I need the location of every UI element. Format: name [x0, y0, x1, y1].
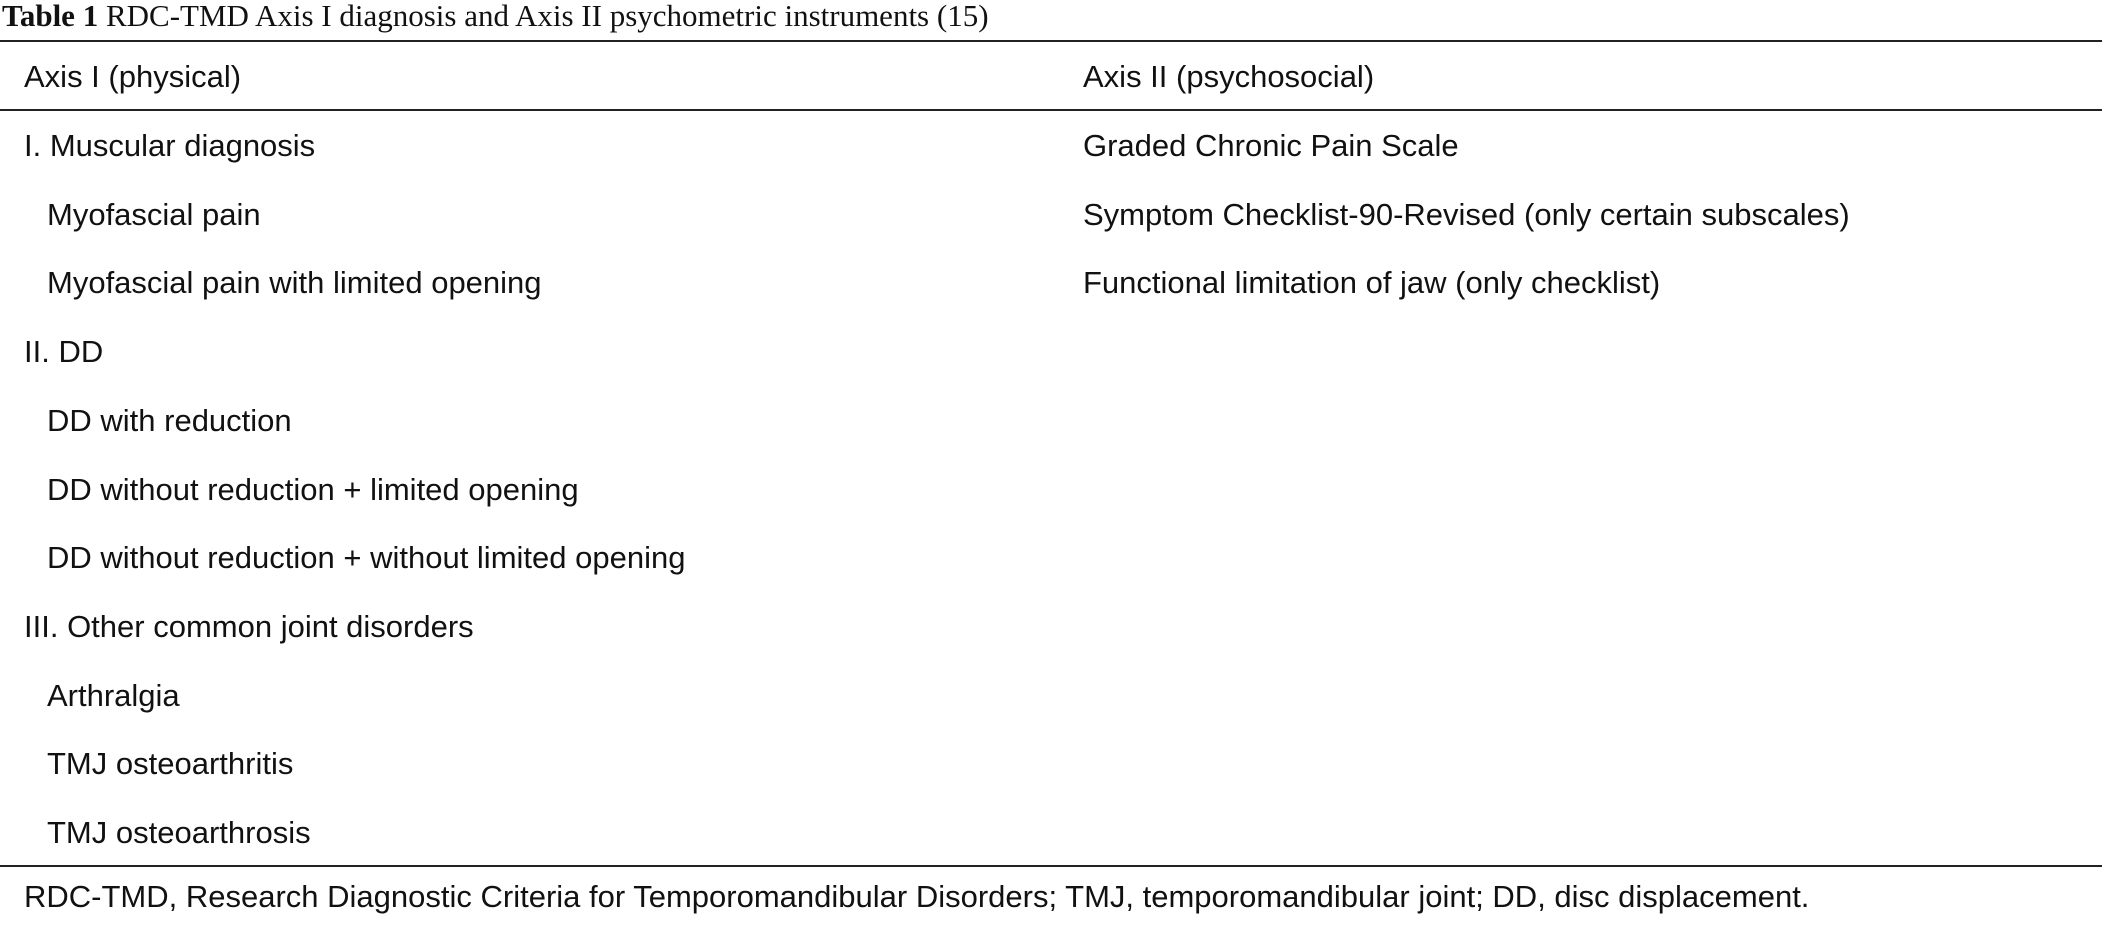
table-row: TMJ osteoarthrosis [0, 798, 2102, 867]
axis-1-cell: TMJ osteoarthritis [47, 746, 294, 781]
axis-1-cell: DD with reduction [47, 403, 292, 438]
table-caption-text: RDC-TMD Axis I diagnosis and Axis II psy… [105, 0, 989, 33]
column-header-axis-1: Axis I (physical) [24, 59, 242, 94]
axis-1-cell: III. Other common joint disorders [24, 609, 474, 644]
axis-2-cell: Graded Chronic Pain Scale [1083, 128, 1459, 163]
table-row: Myofascial pain Symptom Checklist-90-Revi… [0, 180, 2102, 249]
table-row: Arthralgia [0, 661, 2102, 730]
table-header-rule [0, 109, 2102, 111]
axis-1-cell: DD without reduction + without limited o… [47, 540, 686, 575]
table-row: DD without reduction + without limited o… [0, 523, 2102, 592]
axis-1-cell: I. Muscular diagnosis [24, 128, 316, 163]
axis-1-cell: II. DD [24, 334, 104, 369]
table-footnote: RDC-TMD, Research Diagnostic Criteria fo… [0, 867, 2102, 916]
table-row: DD without reduction + limited opening [0, 455, 2102, 524]
table-row: II. DD [0, 317, 2102, 386]
table-bottom-rule [0, 865, 2102, 867]
table-footnote-text: RDC-TMD, Research Diagnostic Criteria fo… [24, 879, 1810, 914]
axis-1-cell: TMJ osteoarthrosis [47, 815, 311, 850]
axis-2-cell: Functional limitation of jaw (only check… [1083, 265, 1661, 300]
table-row: III. Other common joint disorders [0, 592, 2102, 661]
table-top-rule [0, 40, 2102, 42]
table-row: Myofascial pain with limited opening Func… [0, 248, 2102, 317]
axis-2-cell: Symptom Checklist-90-Revised (only certa… [1083, 197, 1850, 232]
column-header-axis-2: Axis II (psychosocial) [1083, 59, 1375, 94]
table-caption: Table 1 RDC-TMD Axis I diagnosis and Axi… [2, 0, 989, 38]
axis-1-cell: Arthralgia [47, 678, 180, 713]
table-row: DD with reduction [0, 386, 2102, 455]
axis-1-cell: Myofascial pain with limited opening [47, 265, 542, 300]
axis-1-cell: Myofascial pain [47, 197, 261, 232]
axis-1-cell: DD without reduction + limited opening [47, 472, 579, 507]
table-caption-label: Table 1 [2, 0, 99, 33]
table-row: TMJ osteoarthritis [0, 729, 2102, 798]
table-header-row: Axis I (physical) Axis II (psychosocial) [0, 42, 2102, 111]
table-row: I. Muscular diagnosis Graded Chronic Pain… [0, 111, 2102, 180]
